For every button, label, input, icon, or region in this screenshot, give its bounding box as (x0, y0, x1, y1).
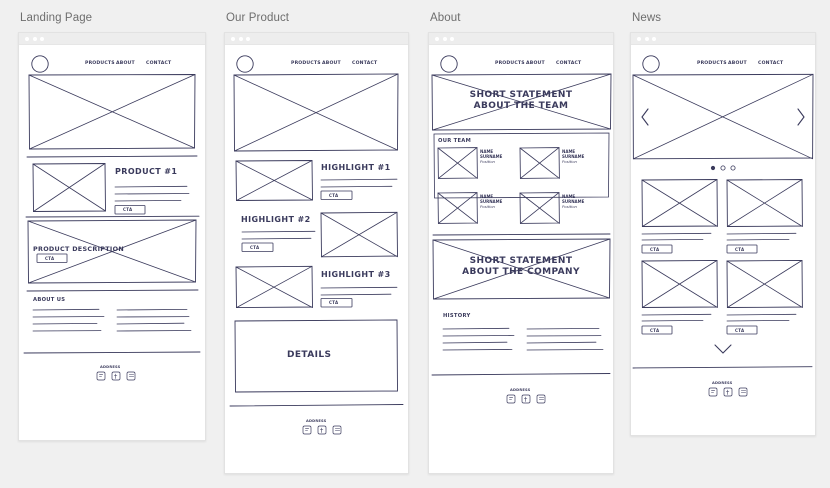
highlight-1-heading: HIGHLIGHT #1 (321, 163, 391, 172)
our-team-heading: OUR TEAM (438, 138, 472, 144)
team-statement-line-2: ABOUT THE TEAM (473, 101, 569, 111)
product-feature-heading: PRODUCT #1 (115, 167, 178, 176)
page-canvas-news: PRODUCTS ABOUT CONTACT CTA CTA CTA CTA A… (631, 45, 815, 435)
window-dot-3 (450, 36, 454, 41)
company-statement-line-2: ABOUT THE COMPANY (462, 267, 580, 277)
cta-label-news-3[interactable]: CTA (650, 327, 660, 333)
window-titlebar (225, 33, 408, 45)
page-canvas-landing: PRODUCTS ABOUT CONTACT PRODUCT #1 CTA PR… (19, 45, 205, 440)
window-dot-1 (435, 36, 439, 41)
page-canvas-about: PRODUCTS ABOUT CONTACT SHORT STATEMENT A… (429, 45, 613, 473)
sketch-layer-landing (23, 55, 201, 381)
frame-label-our-product: Our Product (226, 12, 290, 24)
team-member-1: NAME SURNAME Position (480, 149, 502, 164)
cta-label-highlight-1[interactable]: CTA (329, 192, 339, 198)
window-dot-2 (32, 36, 37, 41)
window-dot-1 (25, 36, 29, 41)
nav-item-products[interactable]: PRODUCTS (85, 61, 115, 66)
nav-item-contact[interactable]: CONTACT (352, 61, 378, 66)
team-member-4-position: Position (562, 204, 577, 209)
nav-item-contact[interactable]: CONTACT (146, 61, 172, 66)
nav-item-contact[interactable]: CONTACT (758, 61, 784, 66)
team-member-1-position: Position (480, 159, 495, 164)
window-dot-2 (442, 36, 447, 41)
team-member-4-surname: SURNAME (562, 199, 585, 204)
window-titlebar (19, 33, 205, 45)
cta-label-news-4[interactable]: CTA (735, 327, 745, 333)
team-member-2-position: Position (562, 159, 577, 164)
window-dot-1 (637, 36, 641, 41)
nav-item-contact[interactable]: CONTACT (556, 61, 582, 66)
frame-news: News (630, 12, 816, 436)
footer-address-label: ADDRESS (100, 365, 121, 369)
frame-label-landing-page: Landing Page (20, 12, 93, 24)
nav-item-about[interactable]: ABOUT (728, 61, 747, 66)
window-dot-3 (40, 36, 44, 41)
nav-item-about[interactable]: ABOUT (526, 61, 545, 66)
highlight-2-heading: HIGHLIGHT #2 (241, 215, 311, 224)
window-dot-1 (231, 36, 235, 41)
history-heading: HISTORY (443, 313, 471, 319)
team-member-3-surname: SURNAME (480, 199, 503, 204)
window-titlebar (631, 33, 815, 45)
team-statement-line-1: SHORT STATEMENT (469, 90, 573, 100)
browser-window-news: PRODUCTS ABOUT CONTACT CTA CTA CTA CTA A… (630, 32, 816, 436)
window-dot-3 (246, 36, 250, 41)
team-member-1-surname: SURNAME (480, 154, 503, 159)
cta-label-product[interactable]: CTA (123, 207, 133, 212)
sketch-layer-news (632, 55, 814, 397)
team-member-3-name: NAME (480, 194, 494, 199)
team-member-4-name: NAME (562, 194, 576, 199)
window-titlebar (429, 33, 613, 45)
team-member-2: NAME SURNAME Position (562, 149, 584, 164)
page-canvas-our-product: PRODUCTS ABOUT CONTACT HIGHLIGHT #1 CTA … (225, 45, 408, 473)
nav-item-products[interactable]: PRODUCTS (495, 61, 525, 66)
browser-window-about: PRODUCTS ABOUT CONTACT SHORT STATEMENT A… (428, 32, 614, 474)
cta-label-highlight-2[interactable]: CTA (250, 244, 260, 250)
about-us-heading: ABOUT US (33, 297, 66, 303)
frame-about: About (428, 12, 614, 474)
frame-label-about: About (430, 12, 461, 24)
team-member-2-name: NAME (562, 149, 576, 154)
sketch-layer-our-product (229, 55, 404, 435)
product-description-heading: PRODUCT DESCRIPTION (33, 245, 124, 253)
window-dot-2 (238, 36, 243, 41)
frame-label-news: News (632, 12, 662, 24)
cta-label-highlight-3[interactable]: CTA (329, 300, 339, 305)
cta-label-news-1[interactable]: CTA (650, 246, 660, 252)
team-member-4: NAME SURNAME Position (562, 194, 584, 209)
frame-landing-page: Landing Page (18, 12, 206, 441)
team-member-3-position: Position (480, 204, 495, 209)
nav-item-about[interactable]: ABOUT (322, 61, 341, 66)
team-member-3: NAME SURNAME Position (480, 194, 502, 209)
window-dot-2 (644, 36, 649, 41)
highlight-3-heading: HIGHLIGHT #3 (321, 270, 391, 279)
frame-our-product: Our Product (224, 12, 409, 474)
nav-item-about[interactable]: ABOUT (116, 61, 135, 66)
cta-label-description[interactable]: CTA (45, 255, 55, 261)
nav-item-products[interactable]: PRODUCTS (291, 61, 321, 66)
team-member-2-surname: SURNAME (562, 154, 585, 159)
browser-window-our-product: PRODUCTS ABOUT CONTACT HIGHLIGHT #1 CTA … (224, 32, 409, 474)
company-statement-line-1: SHORT STATEMENT (469, 256, 573, 266)
cta-label-news-2[interactable]: CTA (735, 246, 745, 252)
footer-address-label: ADDRESS (712, 381, 733, 385)
footer-address-label: ADDRESS (510, 388, 531, 392)
browser-window-landing-page: PRODUCTS ABOUT CONTACT PRODUCT #1 CTA PR… (18, 32, 206, 441)
footer-address-label: ADDRESS (306, 419, 327, 423)
window-dot-3 (652, 36, 656, 41)
team-member-1-name: NAME (480, 149, 494, 154)
nav-item-products[interactable]: PRODUCTS (697, 61, 727, 66)
details-heading: DETAILS (287, 350, 332, 360)
